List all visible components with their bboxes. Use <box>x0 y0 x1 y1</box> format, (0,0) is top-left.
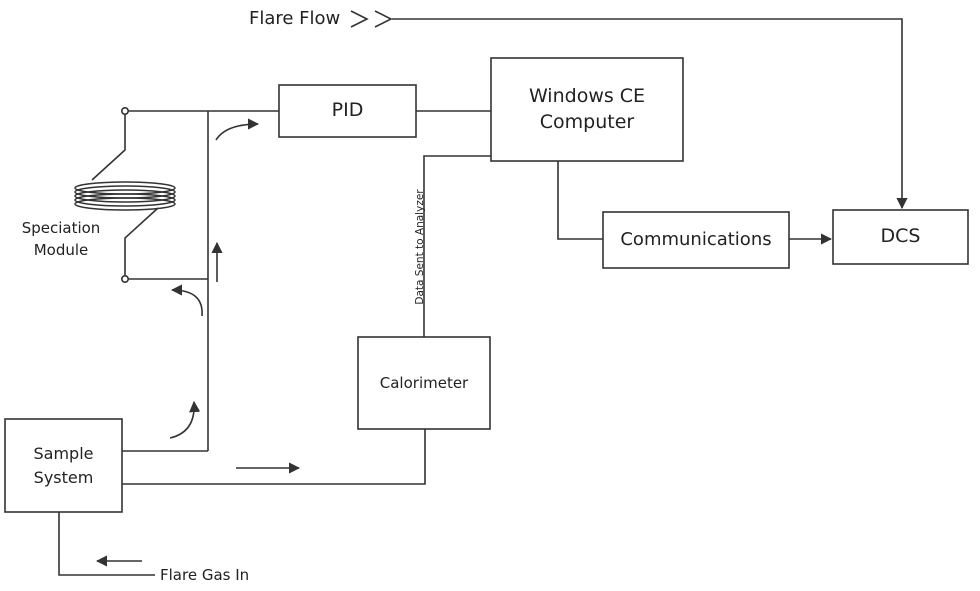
calorimeter-label: Calorimeter <box>358 337 490 429</box>
speciation-text-line1: Speciation <box>21 219 101 238</box>
dcs-box <box>832 209 969 265</box>
flow-arrow-curve-into-pid <box>215 118 260 141</box>
communications-box <box>602 211 790 269</box>
communications-label: Communications <box>603 212 789 268</box>
dcs-label: DCS <box>833 210 968 264</box>
speciation-module-label: Speciation Module <box>8 216 114 264</box>
connector-dot <box>121 274 130 283</box>
flare-flow-label: Flare Flow <box>249 8 341 29</box>
communications-text: Communications <box>620 228 772 250</box>
pid-text: PID <box>331 99 364 122</box>
computer-text-line1: Windows CE <box>528 84 646 107</box>
flow-arrow-curve-to-speciation <box>170 284 203 317</box>
speciation-text-line2: Module <box>33 241 89 259</box>
chevron-icon <box>374 10 393 28</box>
chevron-icon <box>350 10 369 28</box>
calorimeter-text: Calorimeter <box>379 373 469 392</box>
flare-gas-in-line <box>58 512 155 576</box>
calorimeter-box <box>357 336 491 430</box>
speciation-lower-lead <box>124 207 159 276</box>
computer-label: Windows CE Computer <box>491 58 683 161</box>
pid-box <box>278 84 417 138</box>
computer-to-communications-line <box>557 161 603 240</box>
computer-text-line2: Computer <box>539 110 635 133</box>
data-sent-label: Data Sent to Analyzer <box>414 189 426 305</box>
calorimeter-to-computer-line <box>423 155 491 337</box>
connector-dot <box>121 107 130 116</box>
sample-to-calorimeter-line <box>122 429 426 485</box>
flare-gas-in-label: Flare Gas In <box>160 566 250 584</box>
flare-flow-line <box>392 18 908 210</box>
computer-box <box>490 57 684 162</box>
dcs-text: DCS <box>880 225 921 248</box>
sample-text-line2: System <box>33 467 94 487</box>
sample-system-label: Sample System <box>5 419 122 512</box>
sample-text-line1: Sample <box>33 443 94 463</box>
coil-icon <box>74 181 176 211</box>
speciation-upper-lead <box>91 114 126 181</box>
pid-label: PID <box>279 85 416 137</box>
flow-arrow-curve-up <box>169 400 201 439</box>
sample-system-box <box>4 418 123 513</box>
